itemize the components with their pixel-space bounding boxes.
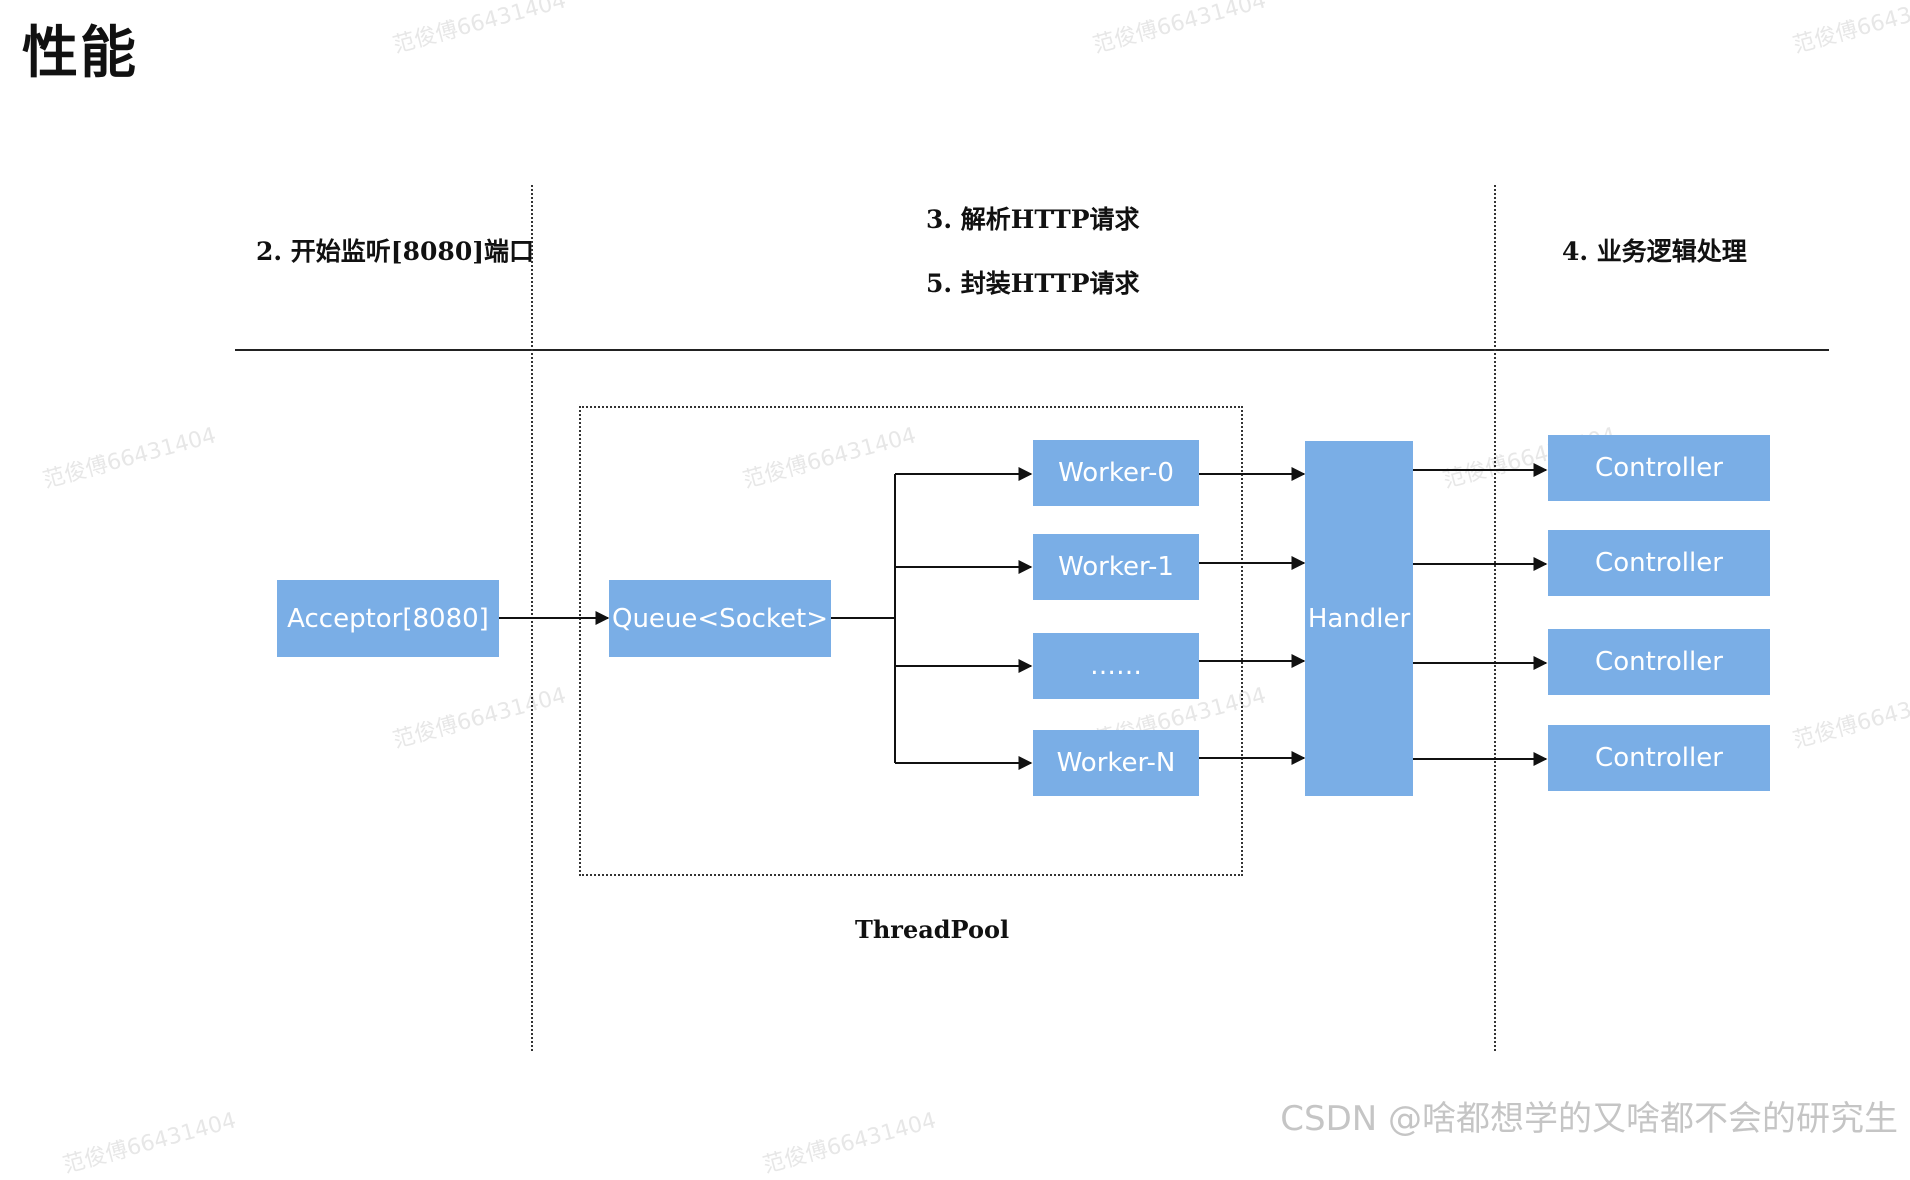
- section-divider-right: [1494, 185, 1496, 1051]
- controller-node: Controller: [1548, 530, 1770, 596]
- handler-node: Handler: [1305, 441, 1413, 796]
- threadpool-label: ThreadPool: [855, 915, 1010, 944]
- connector-arrows: [499, 463, 1548, 770]
- worker-node: Worker-0: [1033, 440, 1199, 506]
- worker-node: Worker-N: [1033, 730, 1199, 796]
- queue-node: Queue<Socket>: [609, 580, 831, 657]
- worker-node: ……: [1033, 633, 1199, 699]
- acceptor-node: Acceptor[8080]: [277, 580, 499, 657]
- controller-node: Controller: [1548, 435, 1770, 501]
- section-label-wrap: 5. 封装HTTP请求: [926, 269, 1140, 298]
- worker-node: Worker-1: [1033, 534, 1199, 600]
- controller-node: Controller: [1548, 725, 1770, 791]
- page-title: 性能: [22, 21, 138, 86]
- section-label-parse: 3. 解析HTTP请求: [926, 205, 1140, 234]
- footer-watermark: CSDN @啥都想学的又啥都不会的研究生: [1280, 1099, 1898, 1139]
- controller-node: Controller: [1548, 629, 1770, 695]
- threadpool-frame: [579, 406, 1243, 876]
- section-label-business: 4. 业务逻辑处理: [1562, 237, 1747, 266]
- section-label-listen: 2. 开始监听[8080]端口: [256, 237, 535, 266]
- header-divider: [235, 349, 1829, 351]
